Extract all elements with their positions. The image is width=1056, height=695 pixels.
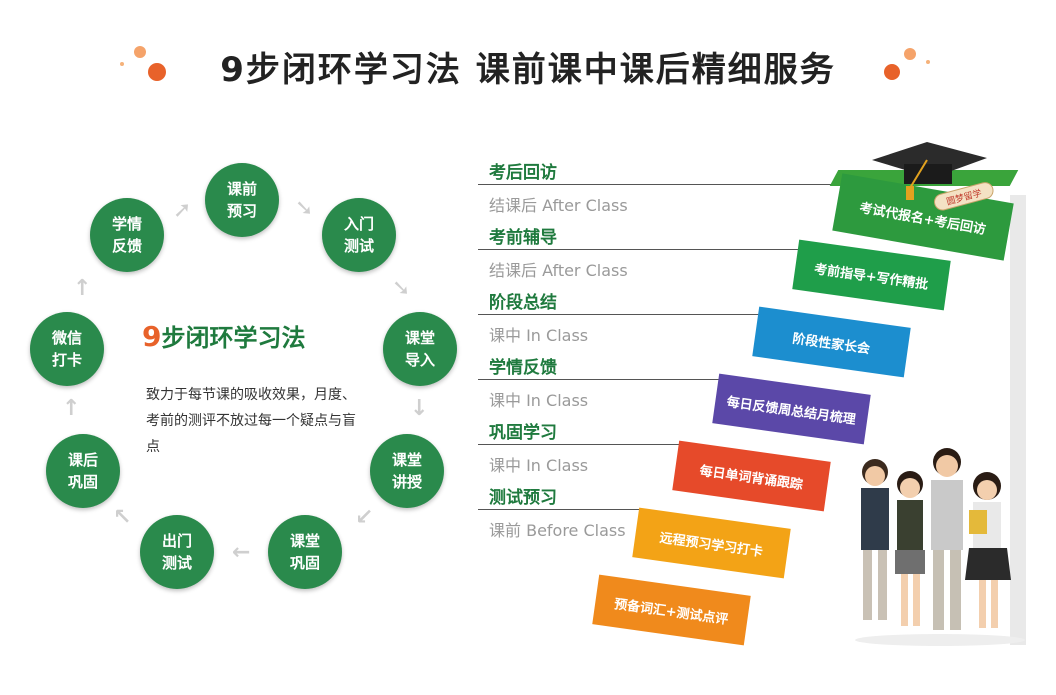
cycle-node-class-teaching: 课堂讲授 — [370, 434, 444, 508]
phase-subtitle: 结课后 After Class — [489, 261, 628, 280]
phase-divider — [478, 314, 768, 315]
cycle-node-after-class: 课后巩固 — [46, 434, 120, 508]
graduation-cap-icon — [872, 142, 987, 200]
phase-subtitle: 课前 Before Class — [489, 521, 626, 540]
stair-step-6: 远程预习学习打卡 — [632, 507, 791, 579]
cycle-node-exit-test: 出门测试 — [140, 515, 214, 589]
stair-step-4: 每日反馈周总结月梳理 — [712, 373, 871, 445]
phase-title: 考前辅导 — [489, 228, 557, 248]
cycle-node-feedback: 学情反馈 — [90, 198, 164, 272]
diploma-icon: 圆梦留学 — [934, 182, 994, 211]
phase-subtitle: 结课后 After Class — [489, 196, 628, 215]
phase-divider — [478, 249, 818, 250]
students-illustration — [855, 448, 1025, 646]
phase-subtitle: 课中 In Class — [489, 326, 589, 345]
phase-divider — [478, 444, 688, 445]
stair-step-3: 阶段性家长会 — [752, 306, 911, 378]
cycle-node-class-intro: 课堂导入 — [383, 312, 457, 386]
cycle-center-title: 9步闭环学习法 — [142, 320, 306, 353]
decorative-dots-left — [120, 46, 166, 81]
stair-step-5: 每日单词背诵跟踪 — [672, 440, 831, 512]
phase-title: 巩固学习 — [489, 423, 557, 443]
cycle-node-preview: 课前预习 — [205, 163, 279, 237]
cycle-arrow-icon: ↓ — [410, 396, 429, 421]
stair-step-2: 考前指导+写作精批 — [792, 239, 951, 311]
cycle-arrow-icon: ➘ — [392, 276, 411, 301]
phase-divider — [478, 509, 648, 510]
phase-title: 学情反馈 — [489, 358, 557, 378]
cycle-arrow-icon: ↑ — [73, 276, 92, 301]
phase-title: 考后回访 — [489, 163, 557, 183]
staircase-side — [1010, 195, 1026, 645]
phase-divider — [478, 379, 728, 380]
phase-subtitle: 课中 In Class — [489, 456, 589, 475]
decorative-dots-right — [884, 48, 930, 80]
cycle-arrow-icon: ➘ — [295, 196, 314, 221]
phase-title: 阶段总结 — [489, 293, 557, 313]
cycle-arrow-icon: ↖ — [113, 505, 132, 530]
cycle-node-wechat-checkin: 微信打卡 — [30, 312, 104, 386]
stair-step-7: 预备词汇+测试点评 — [592, 574, 751, 646]
cycle-arrow-icon: ↑ — [62, 396, 81, 421]
phase-title: 测试预习 — [489, 488, 557, 508]
cycle-node-class-consolidate: 课堂巩固 — [268, 515, 342, 589]
cycle-arrow-icon: ← — [232, 540, 251, 565]
page-title: 9步闭环学习法 课前课中课后精细服务 — [220, 50, 836, 90]
cycle-arrow-icon: ↙ — [355, 505, 374, 530]
cycle-center-description: 致力于每节课的吸收效果，月度、考前的测评不放过每一个疑点与盲点 — [146, 387, 356, 455]
cycle-node-entry-test: 入门测试 — [322, 198, 396, 272]
phase-divider — [478, 184, 838, 185]
cycle-arrow-icon: ➚ — [173, 198, 192, 223]
phase-subtitle: 课中 In Class — [489, 391, 589, 410]
